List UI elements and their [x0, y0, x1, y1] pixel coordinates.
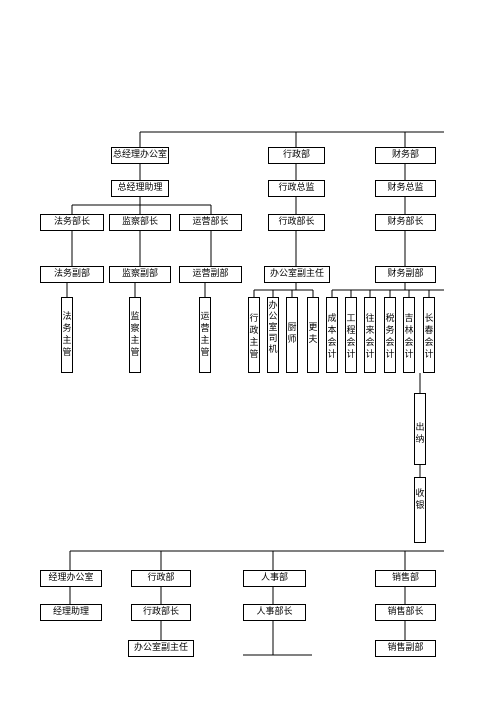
bottom-gm-office-label: 经理办公室	[48, 573, 94, 583]
cashier-label: 出纳	[415, 423, 425, 445]
cost-accountant-label: 成本会计	[327, 314, 337, 360]
sales-dept-label: 销售部	[391, 573, 419, 583]
audit-supervisor-label: 监察主管	[130, 312, 140, 358]
ops-deputy-label: 运营副部	[192, 269, 229, 279]
chef-label: 厨师	[287, 323, 297, 345]
ops-deputy-box: 运营副部	[179, 266, 242, 283]
bottom-admin-dept-box: 行政部	[131, 570, 191, 587]
sales-head-box: 销售部长	[375, 604, 436, 621]
bottom-gm-assistant-label: 经理助理	[52, 607, 89, 617]
engineering-accountant-label: 工程会计	[346, 314, 356, 360]
audit-deputy-box: 监察副部	[109, 266, 171, 283]
bottom-gm-assistant-box: 经理助理	[40, 604, 102, 621]
sales-deputy-box: 销售副部	[375, 640, 436, 657]
audit-head-box: 监察部长	[109, 214, 171, 231]
gm-assistant-box: 总经理助理	[111, 180, 169, 197]
legal-supervisor-label: 法务主管	[62, 312, 72, 358]
admin-head-label: 行政部长	[278, 217, 315, 227]
admin-director-label: 行政总监	[278, 183, 315, 193]
gm-office-box: 总经理办公室	[111, 147, 169, 164]
changchun-accountant-label: 长春会计	[424, 314, 434, 360]
jilin-accountant-label: 吉林会计	[404, 314, 414, 360]
hr-head-box: 人事部长	[243, 604, 306, 621]
legal-deputy-box: 法务副部	[40, 266, 104, 283]
janitor-box: 更夫	[307, 297, 319, 373]
hr-dept-label: 人事部	[260, 573, 288, 583]
audit-head-label: 监察部长	[121, 217, 158, 227]
legal-head-box: 法务部长	[40, 214, 104, 231]
office-driver-box: 办公室司机	[267, 297, 279, 373]
ops-head-box: 运营部长	[179, 214, 242, 231]
receivables-accountant-box: 往来会计	[364, 297, 376, 373]
admin-dept-label: 行政部	[282, 150, 310, 160]
finance-head-label: 财务部长	[387, 217, 424, 227]
finance-dept-box: 财务部	[375, 147, 436, 164]
receivables-accountant-label: 往来会计	[365, 314, 375, 360]
hr-dept-box: 人事部	[243, 570, 306, 587]
finance-head-box: 财务部长	[375, 214, 436, 231]
legal-supervisor-box: 法务主管	[61, 297, 73, 373]
ops-supervisor-box: 运营主管	[199, 297, 211, 373]
gm-assistant-label: 总经理助理	[117, 183, 163, 193]
jilin-accountant-box: 吉林会计	[403, 297, 415, 373]
janitor-label: 更夫	[308, 323, 318, 345]
finance-director-box: 财务总监	[375, 180, 436, 197]
finance-deputy-label: 财务副部	[387, 269, 424, 279]
audit-deputy-label: 监察副部	[121, 269, 158, 279]
sales-head-label: 销售部长	[387, 607, 424, 617]
admin-supervisor-label: 行政主管	[249, 314, 259, 360]
hr-head-label: 人事部长	[256, 607, 293, 617]
cost-accountant-box: 成本会计	[326, 297, 338, 373]
ops-head-label: 运营部长	[192, 217, 229, 227]
cash-collector-box: 收银	[414, 477, 426, 543]
bottom-office-deputy-label: 办公室副主任	[133, 643, 188, 653]
bottom-office-deputy-box: 办公室副主任	[128, 640, 194, 657]
office-deputy-label: 办公室副主任	[269, 269, 324, 279]
sales-deputy-label: 销售副部	[387, 643, 424, 653]
cash-collector-label: 收银	[415, 489, 425, 511]
finance-dept-label: 财务部	[391, 150, 419, 160]
bottom-admin-dept-label: 行政部	[147, 573, 175, 583]
cashier-box: 出纳	[414, 393, 426, 465]
legal-head-label: 法务部长	[53, 217, 90, 227]
tax-accountant-label: 税务会计	[385, 314, 395, 360]
audit-supervisor-box: 监察主管	[129, 297, 141, 373]
admin-supervisor-box: 行政主管	[248, 297, 260, 373]
bottom-gm-office-box: 经理办公室	[40, 570, 102, 587]
admin-director-box: 行政总监	[268, 180, 325, 197]
finance-deputy-box: 财务副部	[375, 266, 436, 283]
tax-accountant-box: 税务会计	[384, 297, 396, 373]
ops-supervisor-label: 运营主管	[200, 312, 210, 358]
office-driver-label: 办公室司机	[268, 301, 278, 355]
admin-head-box: 行政部长	[268, 214, 325, 231]
office-deputy-box: 办公室副主任	[264, 266, 330, 283]
changchun-accountant-box: 长春会计	[423, 297, 435, 373]
chef-box: 厨师	[286, 297, 298, 373]
admin-dept-box: 行政部	[268, 147, 325, 164]
legal-deputy-label: 法务副部	[53, 269, 90, 279]
bottom-admin-head-box: 行政部长	[131, 604, 191, 621]
bottom-admin-head-label: 行政部长	[142, 607, 179, 617]
finance-director-label: 财务总监	[387, 183, 424, 193]
engineering-accountant-box: 工程会计	[345, 297, 357, 373]
sales-dept-box: 销售部	[375, 570, 436, 587]
gm-office-label: 总经理办公室	[112, 150, 167, 160]
